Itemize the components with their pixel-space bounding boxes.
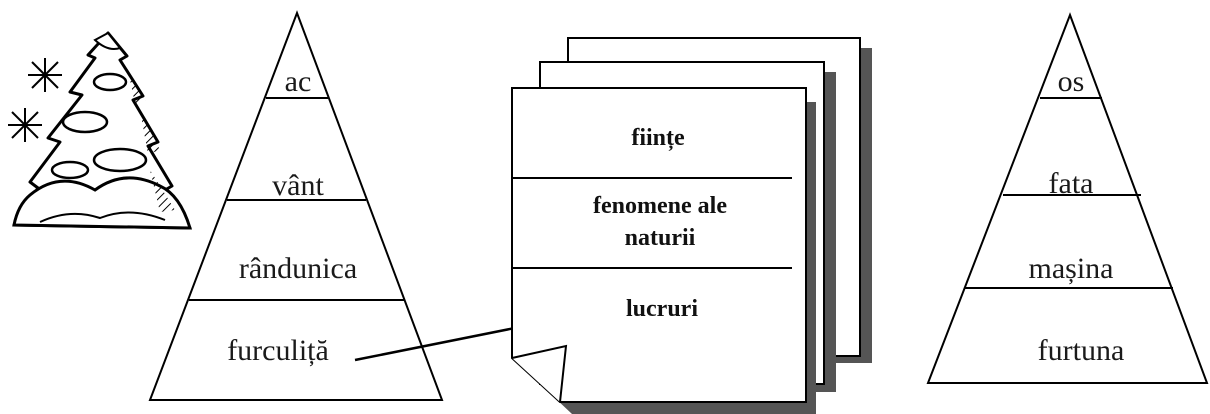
right-word-4: furtuna: [1038, 334, 1125, 367]
snowflake-icon: [8, 108, 42, 142]
right-pyramid: os fata mașina furtuna: [926, 12, 1209, 384]
category-phenomena-line2: naturii: [625, 225, 696, 251]
left-pyramid: ac vânt rândunica furculiță: [148, 10, 444, 401]
snowflake-icon: [28, 58, 62, 92]
tree-icon: [12, 31, 193, 230]
right-word-1: os: [1058, 65, 1085, 98]
left-word-2: vânt: [272, 169, 324, 202]
category-phenomena-line1: fenomene ale: [593, 193, 727, 219]
left-word-4: furculiță: [227, 334, 329, 367]
document-stack: ființe fenomene ale naturii lucruri: [511, 37, 872, 414]
category-living-beings: ființe: [631, 125, 685, 151]
right-word-2: fata: [1049, 167, 1094, 200]
front-page: [511, 87, 807, 403]
right-word-3: mașina: [1029, 252, 1114, 285]
left-word-1: ac: [285, 65, 312, 98]
category-things: lucruri: [626, 296, 698, 322]
left-word-3: rândunica: [239, 252, 357, 285]
